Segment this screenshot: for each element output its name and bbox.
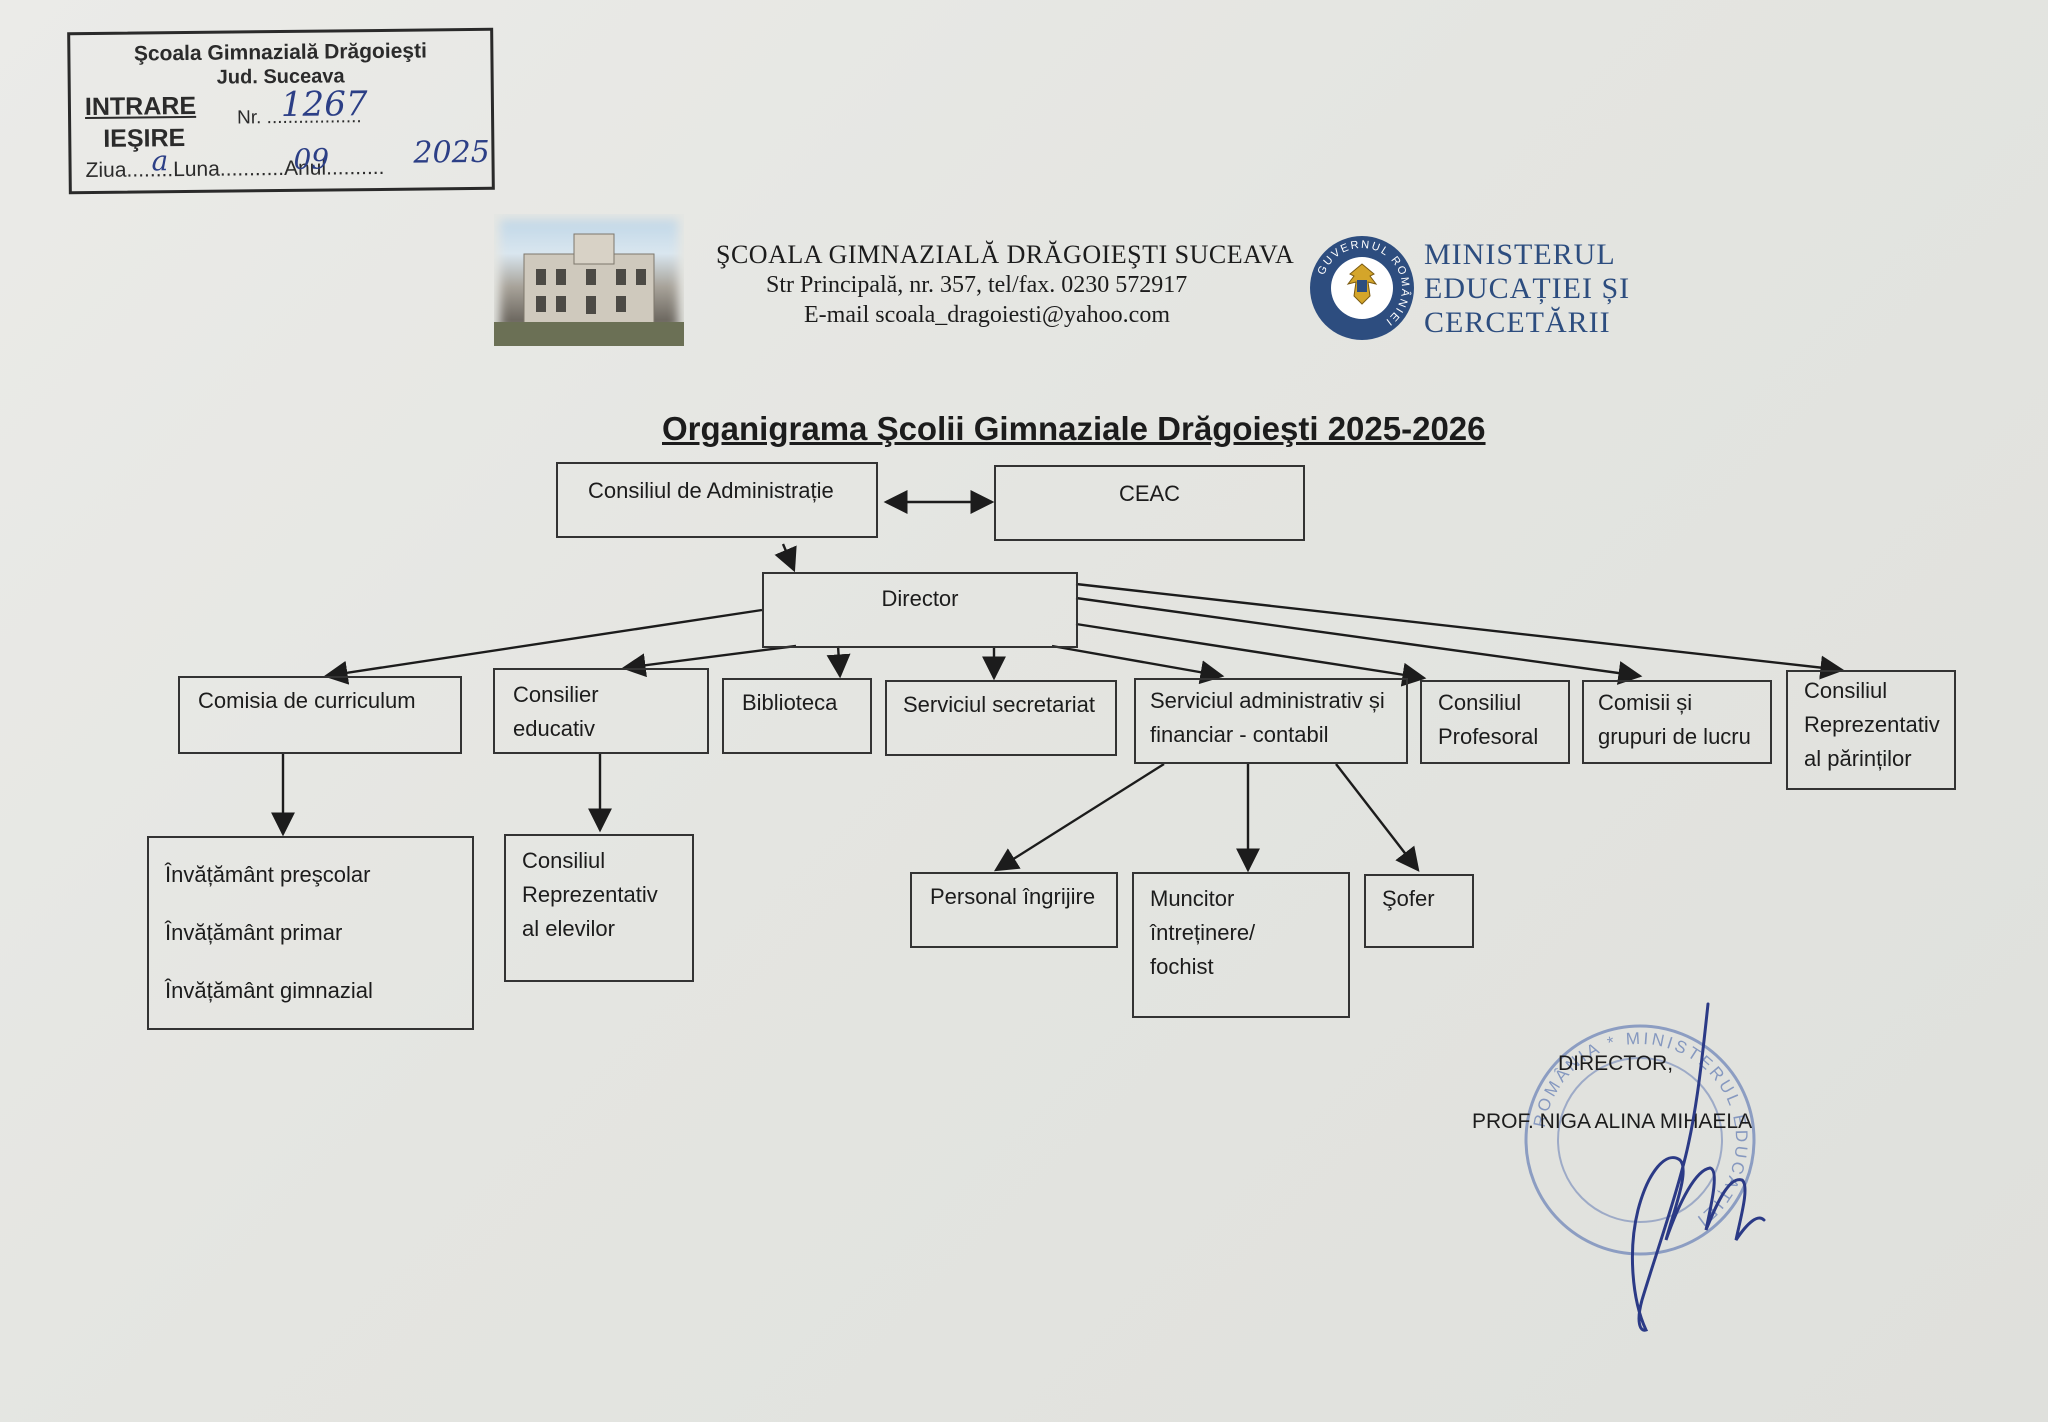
box-label-line: Învățământ primar [165,920,343,945]
ministry-line: CERCETĂRII [1424,306,1611,339]
box-serviciul-administrativ: Serviciul administrativ și financiar - c… [1134,678,1408,764]
box-label: Comisia de curriculum [198,688,416,713]
school-building-photo [494,214,684,346]
box-label-line: Reprezentativ [1804,712,1940,737]
box-label-line: Învățământ gimnazial [165,978,373,1003]
signature-title: DIRECTOR, [1558,1052,1674,1075]
box-label-line: Comisii și [1598,690,1693,715]
box-label-line: grupuri de lucru [1598,724,1751,749]
ministry-line: MINISTERUL [1424,238,1616,271]
box-serviciul-secretariat: Serviciul secretariat [885,680,1117,756]
box-label: Şofer [1382,886,1435,911]
school-email: E-mail scoala_dragoiesti@yahoo.com [804,302,1170,328]
box-invatamant: Învățământ preşcolar Învățământ primar Î… [147,836,474,1030]
ministry-line: EDUCAȚIEI ȘI [1424,272,1631,305]
box-muncitor: Muncitor întreținere/ fochist [1132,872,1350,1018]
handwritten-signature [1570,1000,1770,1340]
box-label: Consiliul de Administrație [588,478,834,503]
box-ceac: CEAC [994,465,1305,541]
box-label-line: Învățământ preşcolar [165,862,371,887]
box-sofer: Şofer [1364,874,1474,948]
box-comisii-grupuri: Comisii și grupuri de lucru [1582,680,1772,764]
ministry-name: MINISTERUL EDUCAȚIEI ȘI CERCETĂRII [1424,238,1630,340]
box-personal-ingrijire: Personal îngrijire [910,872,1118,948]
box-consiliul-reprezentativ-elevi: Consiliul Reprezentativ al elevilor [504,834,694,982]
box-label-line: Serviciul administrativ și [1150,688,1385,713]
box-label-line: fochist [1150,954,1214,979]
box-label-line: Consiliul [522,848,606,873]
school-address: Str Principală, nr. 357, tel/fax. 0230 5… [766,272,1188,298]
box-comisia-curriculum: Comisia de curriculum [178,676,462,754]
signature-name: PROF. NIGA ALINA MIHAELA [1472,1110,1753,1133]
school-name: ŞCOALA GIMNAZIALĂ DRĂGOIEŞTI SUCEAVA [716,240,1295,269]
org-chart-title: Organigrama Şcolii Gimnaziale Drăgoieşti… [662,410,1486,447]
box-label-line: educativ [513,716,595,741]
box-label: Serviciul secretariat [903,692,1095,717]
box-label-line: Consiliul [1438,690,1522,715]
box-consiliul-profesoral: Consiliul Profesoral [1420,680,1570,764]
box-label: Director [881,586,959,611]
box-label: Biblioteca [742,690,838,715]
box-consilier-educativ: Consilier educativ [493,668,709,754]
box-consiliul-administratie: Consiliul de Administrație [556,462,878,538]
box-label-line: Reprezentativ [522,882,658,907]
box-label-line: al părinților [1804,746,1912,771]
box-label-line: Consilier [513,682,599,707]
box-label-line: financiar - contabil [1150,722,1329,747]
box-director: Director [762,572,1078,648]
box-label: Personal îngrijire [930,884,1096,909]
box-label-line: al elevilor [522,916,615,941]
box-label-line: Consiliul [1804,678,1888,703]
box-label-line: întreținere/ [1150,920,1256,945]
box-biblioteca: Biblioteca [722,678,872,754]
government-seal-icon: GUVERNUL ROMÂNIEI [1308,234,1416,342]
box-label-line: Muncitor [1150,886,1235,911]
box-consiliul-reprezentativ-parinti: Consiliul Reprezentativ al părinților [1786,670,1956,790]
box-label-line: Profesoral [1438,724,1539,749]
box-label: CEAC [1118,481,1181,506]
